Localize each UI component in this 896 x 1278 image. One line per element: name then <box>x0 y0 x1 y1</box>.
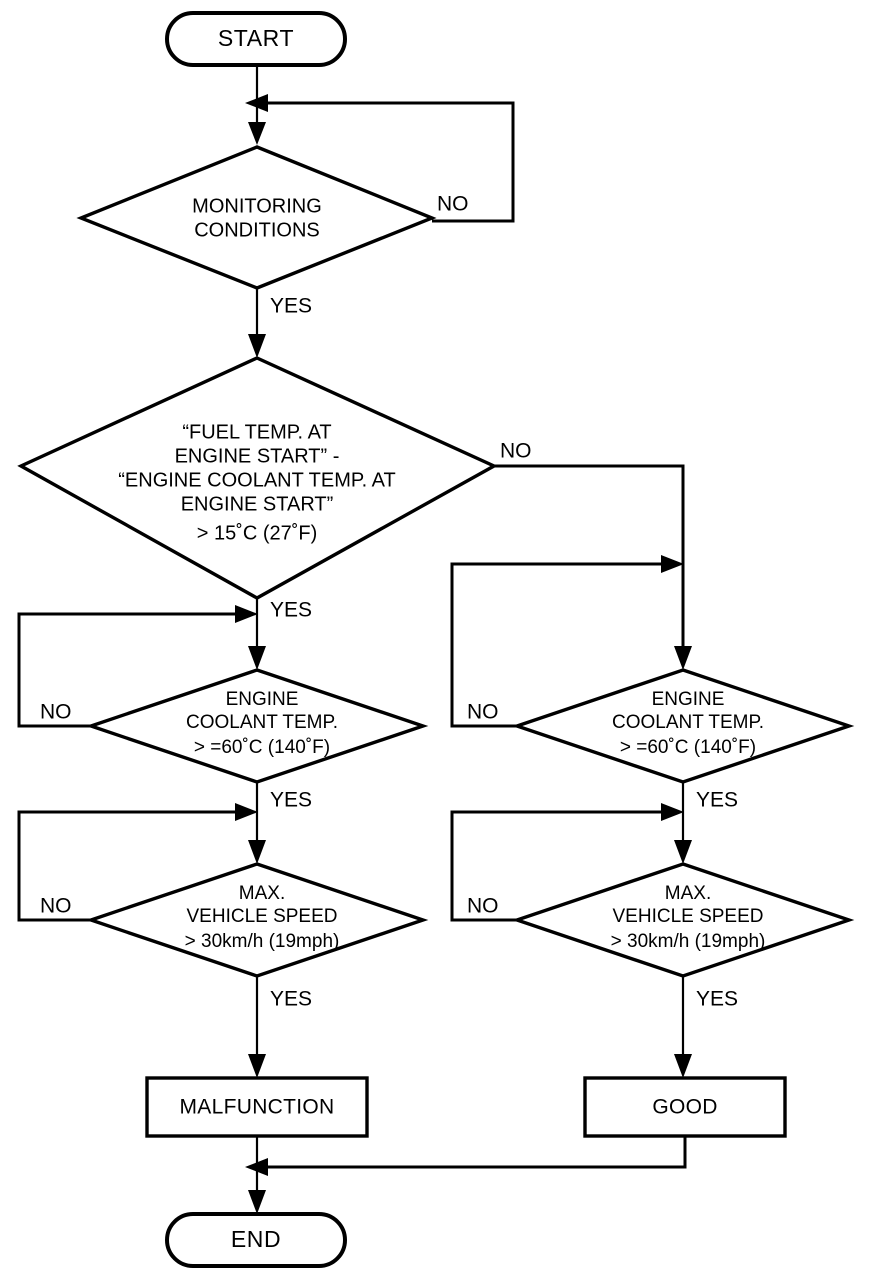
monitoring-line-2: CONDITIONS <box>194 219 320 241</box>
coolant-right-line-2: COOLANT TEMP. <box>612 712 764 733</box>
fuel-temp-line-5: > 15˚C (27˚F) <box>197 522 318 544</box>
edge-fuel-temp-no-to-right-branch <box>494 464 692 670</box>
edge-coolant-left-yes-to-speed-left <box>248 782 266 864</box>
fuel-temp-yes-label: YES <box>270 599 312 622</box>
coolant-right-yes-label: YES <box>696 789 738 812</box>
coolant-left-line-3: > =60˚C (140˚F) <box>194 737 330 758</box>
speed-right-line-2: VEHICLE SPEED <box>613 906 764 927</box>
start-label: START <box>218 25 294 51</box>
edge-coolant-right-yes-to-speed-right <box>674 782 692 864</box>
speed-right-line-3: > 30km/h (19mph) <box>611 931 766 952</box>
node-coolant-temp-right[interactable]: ENGINE COOLANT TEMP. > =60˚C (140˚F) <box>511 668 855 784</box>
node-end[interactable]: END <box>165 1212 347 1268</box>
edge-malfunction-to-end <box>248 1136 266 1214</box>
fuel-temp-line-4: ENGINE START” <box>181 493 334 515</box>
node-coolant-temp-left[interactable]: ENGINE COOLANT TEMP. > =60˚C (140˚F) <box>85 668 429 784</box>
edge-speed-right-yes-to-good <box>674 976 692 1078</box>
end-label: END <box>231 1226 281 1252</box>
edge-good-merge-to-end <box>245 1136 687 1176</box>
node-monitoring-conditions[interactable]: MONITORING CONDITIONS <box>76 145 437 290</box>
speed-left-yes-label: YES <box>270 988 312 1011</box>
coolant-right-line-1: ENGINE <box>652 689 725 710</box>
malfunction-label: MALFUNCTION <box>180 1096 335 1119</box>
speed-left-line-3: > 30km/h (19mph) <box>185 931 340 952</box>
monitoring-no-label: NO <box>437 193 469 216</box>
node-vehicle-speed-left[interactable]: MAX. VEHICLE SPEED > 30km/h (19mph) <box>85 862 429 978</box>
node-malfunction[interactable]: MALFUNCTION <box>145 1076 369 1138</box>
coolant-right-line-3: > =60˚C (140˚F) <box>620 737 756 758</box>
edge-fuel-temp-yes-to-coolant-left <box>248 598 266 670</box>
coolant-left-line-1: ENGINE <box>226 689 299 710</box>
node-start[interactable]: START <box>165 11 347 67</box>
edge-monitoring-no-loop <box>245 94 515 223</box>
speed-right-line-1: MAX. <box>665 883 711 904</box>
coolant-left-line-2: COOLANT TEMP. <box>186 712 338 733</box>
good-label: GOOD <box>652 1096 717 1119</box>
node-vehicle-speed-right[interactable]: MAX. VEHICLE SPEED > 30km/h (19mph) <box>511 862 855 978</box>
fuel-temp-no-label: NO <box>500 440 532 463</box>
monitoring-line-1: MONITORING <box>192 195 322 217</box>
fuel-temp-line-1: “FUEL TEMP. AT <box>182 421 331 443</box>
speed-left-no-label: NO <box>40 895 72 918</box>
edge-speed-left-yes-to-malfunction <box>248 976 266 1078</box>
fuel-temp-line-2: ENGINE START” - <box>175 445 340 467</box>
node-fuel-temp-condition[interactable]: “FUEL TEMP. AT ENGINE START” - “ENGINE C… <box>17 356 498 600</box>
fuel-temp-line-3: “ENGINE COOLANT TEMP. AT <box>118 469 395 491</box>
edge-monitoring-yes-to-fuel-temp <box>248 288 266 358</box>
coolant-right-no-label: NO <box>467 701 499 724</box>
edge-speed-left-no-loop <box>17 803 258 922</box>
edge-coolant-right-no-loop <box>450 555 684 728</box>
speed-left-line-2: VEHICLE SPEED <box>187 906 338 927</box>
speed-right-no-label: NO <box>467 895 499 918</box>
coolant-left-yes-label: YES <box>270 789 312 812</box>
node-good[interactable]: GOOD <box>583 1076 787 1138</box>
edge-coolant-left-no-loop <box>17 605 258 728</box>
speed-right-yes-label: YES <box>696 988 738 1011</box>
speed-left-line-1: MAX. <box>239 883 285 904</box>
edge-speed-right-no-loop <box>450 803 684 922</box>
coolant-left-no-label: NO <box>40 701 72 724</box>
monitoring-yes-label: YES <box>270 295 312 318</box>
